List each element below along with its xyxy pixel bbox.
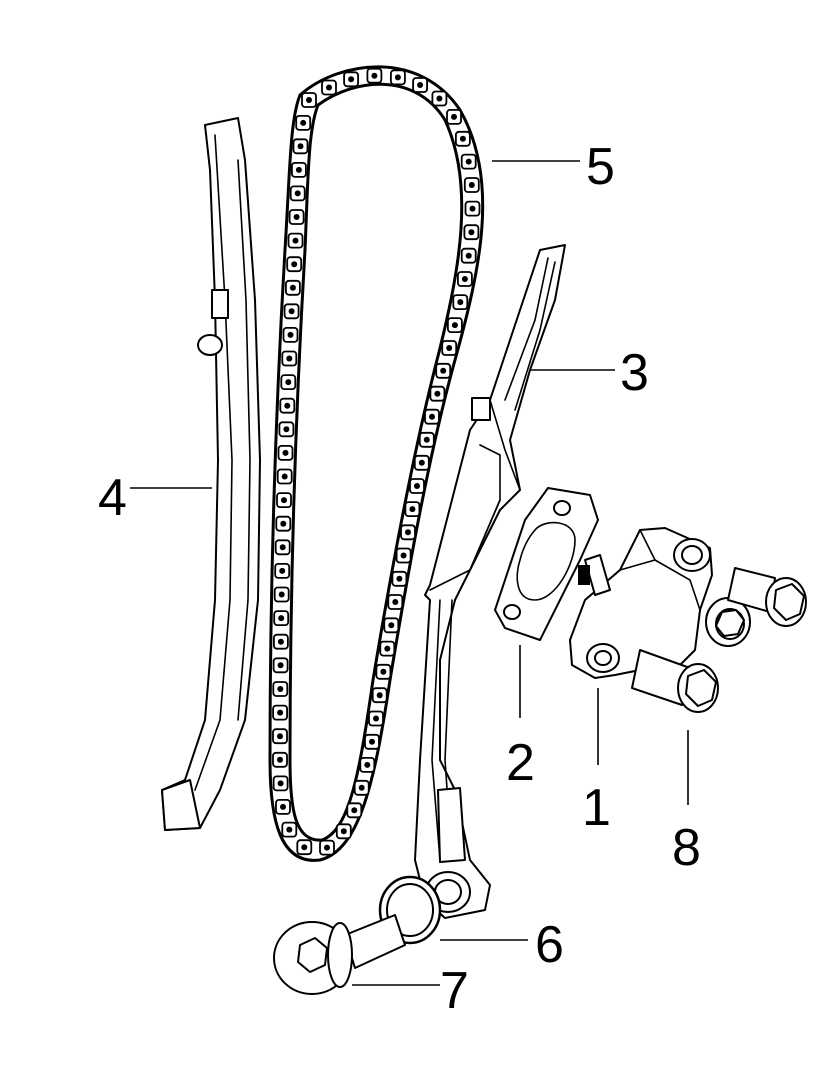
part-4-chain-guide (161, 117, 261, 831)
chain-pin (297, 143, 304, 150)
chain-pin (469, 205, 476, 212)
chain-pin (380, 668, 387, 675)
chain-pin (451, 322, 458, 329)
chain-pin (394, 74, 401, 81)
chain-pin (369, 738, 375, 745)
chain-pin (282, 449, 289, 456)
leader-lines (130, 160, 689, 986)
chain-pin (465, 252, 472, 259)
part-2-gasket (494, 487, 599, 641)
chain-pin (292, 237, 299, 244)
chain-pin (287, 331, 294, 338)
chain-pin (396, 575, 403, 582)
chain-pin (301, 844, 308, 851)
callout-5: 5 (586, 138, 615, 196)
chain-pin (288, 308, 295, 315)
chain-pin (371, 72, 378, 79)
chain-pin (283, 426, 290, 433)
chain-pin (400, 552, 407, 559)
chain-pin (280, 520, 287, 527)
callout-labels: 5 3 4 2 1 8 6 7 (98, 138, 701, 1020)
chain-pin (440, 367, 447, 374)
chain-pin (294, 190, 301, 197)
chain-pin (468, 182, 475, 188)
chain-pin (414, 483, 420, 489)
part-3-tensioner-guide (414, 244, 566, 919)
chain-pin (434, 390, 441, 397)
chain-pin (446, 345, 453, 351)
chain-pin (348, 76, 355, 83)
chain-pin (281, 473, 288, 480)
chain-pin (277, 756, 283, 763)
chain-pin (324, 844, 330, 851)
chain-pin (364, 761, 371, 768)
chain-pin (358, 784, 365, 791)
chain-pin (392, 599, 399, 605)
chain-pin (388, 622, 395, 629)
chain-pin (277, 638, 284, 645)
chain-pin (457, 299, 464, 306)
chain-pin (277, 709, 284, 716)
chain-pin (436, 95, 443, 102)
chain-pin (409, 506, 416, 513)
chain-pin (300, 119, 307, 126)
chain-pin (468, 229, 475, 236)
part-1-tensioner-body (569, 527, 751, 679)
chain-pin (451, 113, 457, 120)
callout-3: 3 (620, 344, 649, 402)
chain-pin (373, 715, 379, 722)
chain-pin (405, 529, 411, 536)
chain-pin (423, 436, 430, 443)
chain-pin (278, 591, 285, 598)
chain-pin (429, 413, 435, 420)
chain-pin (289, 284, 296, 291)
chain-pin (461, 276, 468, 282)
chain-pin (284, 402, 291, 409)
chain-pin (277, 662, 284, 669)
part-8-bolts (631, 567, 807, 713)
callout-1: 1 (582, 779, 611, 837)
callout-7: 7 (440, 962, 469, 1020)
chain-pin (340, 828, 347, 835)
chain-pin (277, 686, 284, 692)
chain-pin (418, 459, 425, 466)
chain-pin (376, 692, 383, 699)
chain-pin (306, 97, 312, 103)
callout-2: 2 (506, 734, 535, 792)
callout-6: 6 (535, 916, 564, 974)
chain-pin (277, 733, 283, 740)
chain-pin (286, 826, 293, 833)
chain-pin (417, 82, 424, 88)
part-7-pivot-bolt (273, 914, 406, 995)
chain-pin (465, 158, 472, 165)
chain-pin (459, 135, 466, 142)
chain-pin (279, 544, 286, 551)
chain-pin (278, 615, 285, 622)
chain-pin (326, 84, 332, 91)
callout-8: 8 (672, 819, 701, 877)
chain-pin (280, 803, 286, 810)
callout-4: 4 (98, 469, 127, 527)
chain-pin (295, 166, 302, 173)
chain-pin (384, 645, 391, 652)
chain-pin (286, 355, 293, 362)
chain-pin (293, 214, 300, 220)
chain-pin (351, 807, 358, 814)
chain-pin (277, 780, 284, 787)
chain-pin (285, 379, 292, 386)
chain-pin (291, 261, 298, 268)
chain-pin (279, 567, 286, 574)
part-5-timing-chain (268, 65, 485, 862)
chain-pin (281, 497, 287, 504)
